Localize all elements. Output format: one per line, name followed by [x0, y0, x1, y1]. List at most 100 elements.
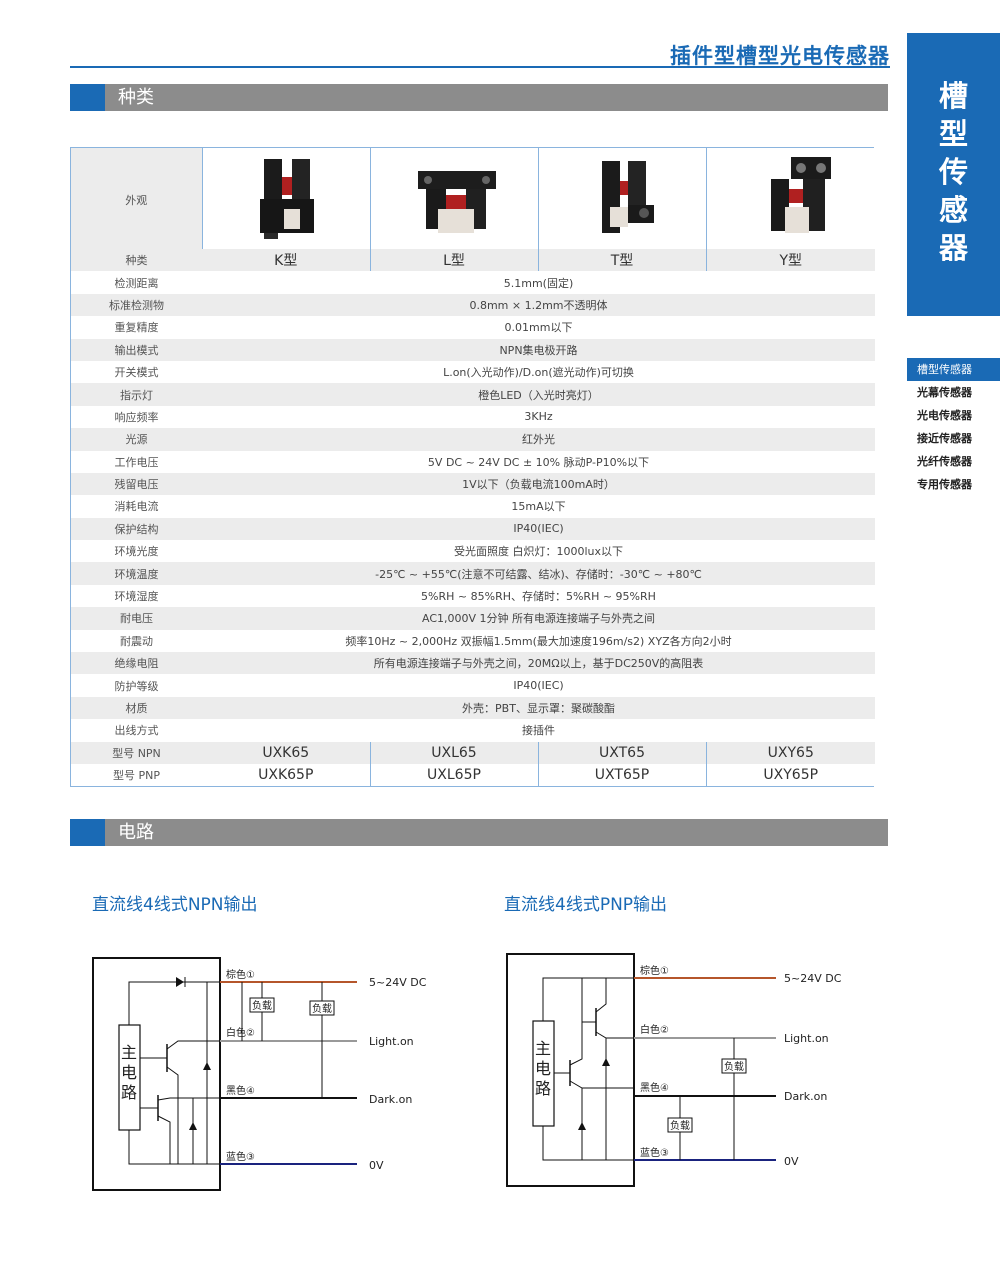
- row-label: 耐电压: [71, 607, 202, 630]
- sensor-l-icon: [418, 171, 496, 233]
- output-label-light-on: Light.on: [369, 1035, 414, 1048]
- row-value: IP40(IEC): [202, 674, 875, 697]
- row-cell: UXT65P: [538, 763, 707, 787]
- spec-row: 出线方式接插件: [71, 719, 875, 742]
- spec-row: 绝缘电阻所有电源连接端子与外壳之间，20MΩ以上，基于DC250V的高阻表: [71, 652, 875, 675]
- row-value: 5.1mm(固定): [202, 271, 875, 294]
- main-circuit-label: 路: [121, 1083, 137, 1102]
- spec-row: 材质外壳：PBT、显示罩：聚碳酸酯: [71, 696, 875, 720]
- load-label: 负载: [724, 1060, 744, 1073]
- row-value: IP40(IEC): [202, 517, 875, 541]
- row-label: 工作电压: [71, 450, 202, 473]
- section-bar-types: 种类: [70, 84, 888, 111]
- row-value: 15mA以下: [202, 495, 875, 518]
- row-label: 型号 NPN: [71, 741, 202, 764]
- npn-circuit-diagram: 主 电 路 负载 负载 棕色① 白色② 黑色④ 蓝色③ 5: [92, 948, 452, 1193]
- wire-label-white: 白色②: [226, 1026, 255, 1039]
- row-value: 所有电源连接端子与外壳之间，20MΩ以上，基于DC250V的高阻表: [202, 652, 875, 675]
- row-value: 5V DC ~ 24V DC ± 10% 脉动P-P10%以下: [202, 450, 875, 473]
- section-accent: [70, 84, 105, 111]
- wire-label-brown: 棕色①: [640, 964, 669, 977]
- side-tab-char: 传: [938, 155, 968, 189]
- load-label: 负载: [670, 1119, 690, 1132]
- row-label: 耐震动: [71, 629, 202, 653]
- sensor-image-t: [538, 148, 707, 249]
- spec-row: 耐震动频率10Hz ~ 2,000Hz 双振幅1.5mm(最大加速度196m/s…: [71, 629, 875, 653]
- title-underline: [70, 66, 890, 68]
- nav-item-proximity[interactable]: 接近传感器: [917, 432, 972, 445]
- spec-row: 环境光度受光面照度 白炽灯：1000lux以下: [71, 540, 875, 563]
- row-label: 重复精度: [71, 316, 202, 339]
- row-value: AC1,000V 1分钟 所有电源连接端子与外壳之间: [202, 607, 875, 630]
- row-value: NPN集电极开路: [202, 338, 875, 361]
- row-label: 环境温度: [71, 562, 202, 585]
- spec-row: 指示灯橙色LED（入光时亮灯）: [71, 383, 875, 406]
- side-category-tab: 槽 型 传 感 器: [907, 33, 1000, 316]
- row-cell: UXT65: [538, 741, 707, 764]
- nav-item-slot-sensor[interactable]: 槽型传感器: [907, 358, 1000, 381]
- sensor-y-icon: [770, 157, 831, 233]
- output-label-light-on: Light.on: [784, 1032, 829, 1045]
- row-value: 外壳：PBT、显示罩：聚碳酸酯: [202, 696, 875, 720]
- nav-item-special[interactable]: 专用传感器: [917, 478, 972, 491]
- row-value: -25℃ ~ +55℃(注意不可结露、结冰)、存储时：-30℃ ~ +80℃: [202, 562, 875, 585]
- output-label-dark-on: Dark.on: [784, 1090, 827, 1103]
- row-cell: Y型: [706, 249, 875, 272]
- spec-row: 环境温度-25℃ ~ +55℃(注意不可结露、结冰)、存储时：-30℃ ~ +8…: [71, 562, 875, 585]
- side-tab-char: 槽: [938, 79, 968, 113]
- row-cell: UXK65: [202, 741, 371, 764]
- wire-label-blue: 蓝色③: [226, 1150, 255, 1163]
- row-cell: UXL65P: [370, 763, 539, 787]
- spec-row: 光源红外光: [71, 428, 875, 451]
- section-label: 种类: [118, 87, 154, 108]
- pnp-circuit-title: 直流线4线式PNP输出: [504, 895, 668, 915]
- page-title: 插件型槽型光电传感器: [670, 44, 890, 68]
- side-tab-char: 器: [938, 231, 968, 265]
- sensor-image-y: [706, 148, 875, 249]
- row-label: 防护等级: [71, 674, 202, 697]
- row-value: L.on(入光动作)/D.on(遮光动作)可切换: [202, 360, 875, 384]
- nav-item-light-curtain[interactable]: 光幕传感器: [917, 386, 972, 399]
- sensor-image-k: [202, 148, 371, 249]
- sensor-t-icon: [602, 161, 654, 233]
- wire-label-blue: 蓝色③: [640, 1146, 669, 1159]
- output-label-zero-v: 0V: [369, 1159, 384, 1172]
- row-cell: UXL65: [370, 741, 539, 764]
- nav-item-fiber[interactable]: 光纤传感器: [917, 455, 972, 468]
- row-label: 指示灯: [71, 383, 202, 406]
- row-cell: UXY65P: [706, 763, 875, 787]
- side-nav: 槽型传感器 光幕传感器 光电传感器 接近传感器 光纤传感器 专用传感器: [907, 358, 1000, 496]
- row-label: 绝缘电阻: [71, 652, 202, 675]
- row-label: 出线方式: [71, 719, 202, 742]
- main-circuit-label: 主: [121, 1043, 137, 1062]
- wire-label-white: 白色②: [640, 1023, 669, 1036]
- row-value: 频率10Hz ~ 2,000Hz 双振幅1.5mm(最大加速度196m/s2) …: [202, 629, 875, 653]
- row-label: 标准检测物: [71, 293, 202, 317]
- row-value: 受光面照度 白炽灯：1000lux以下: [202, 540, 875, 563]
- row-label: 环境湿度: [71, 584, 202, 608]
- row-label: 输出模式: [71, 338, 202, 361]
- wire-label-brown: 棕色①: [226, 968, 255, 981]
- row-value: 红外光: [202, 428, 875, 451]
- row-label: 检测距离: [71, 271, 202, 294]
- output-label-dark-on: Dark.on: [369, 1093, 412, 1106]
- nav-item-photoelectric[interactable]: 光电传感器: [917, 409, 972, 422]
- output-label-zero-v: 0V: [784, 1155, 799, 1168]
- npn-circuit-title: 直流线4线式NPN输出: [92, 895, 258, 915]
- row-value: 1V以下（负载电流100mA时）: [202, 472, 875, 496]
- row-value: 3KHz: [202, 405, 875, 429]
- row-cell: T型: [538, 249, 707, 272]
- output-label-supply: 5~24V DC: [784, 972, 842, 985]
